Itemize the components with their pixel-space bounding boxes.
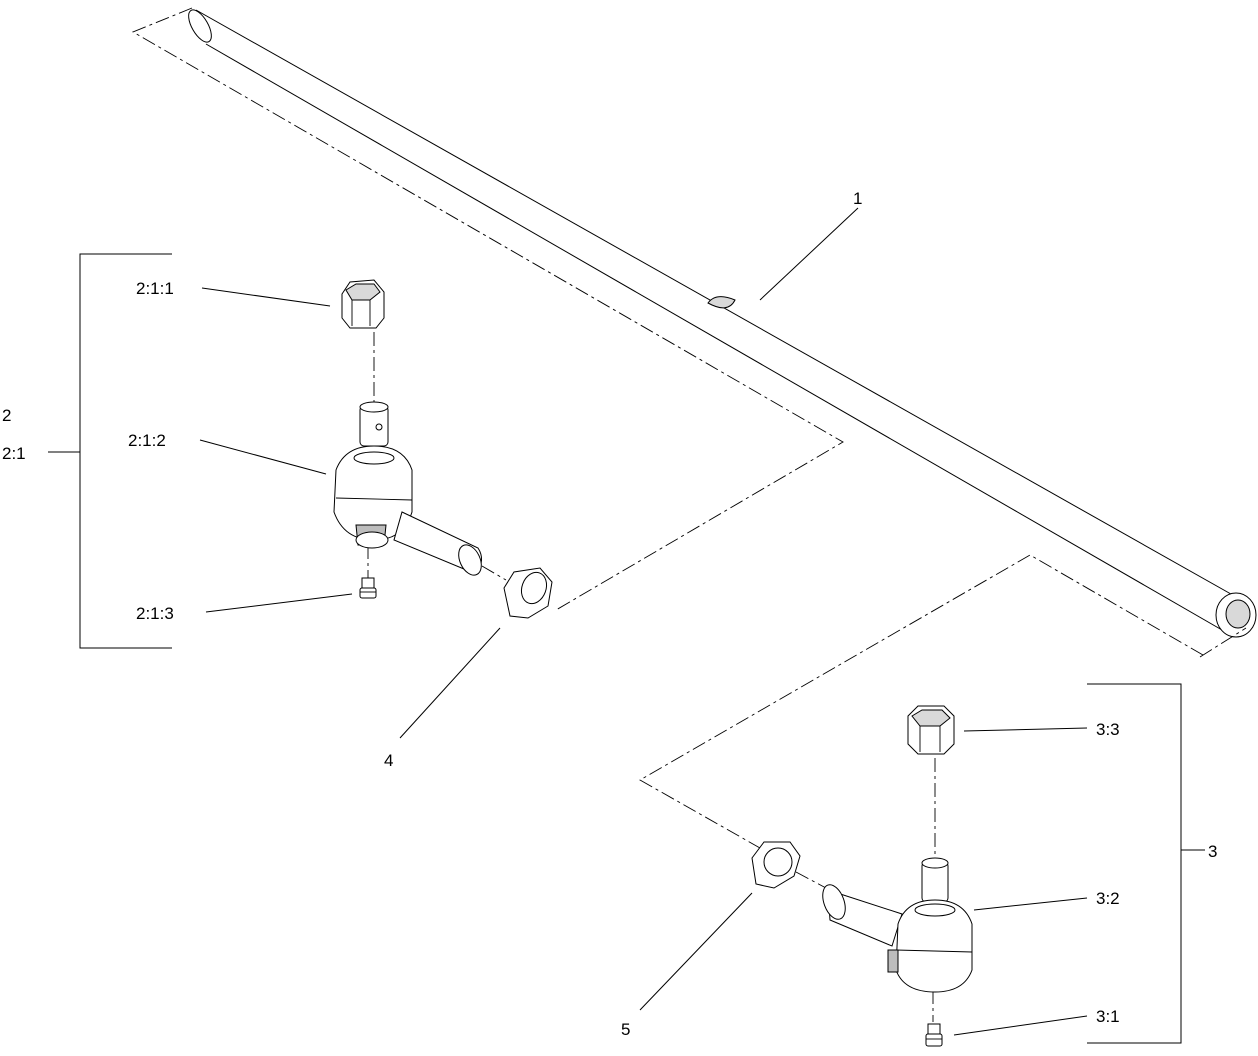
leader-line-2-1-1 [201, 287, 331, 307]
leader-line-2-1-2 [199, 439, 327, 475]
callout-2: 2 [2, 406, 11, 425]
leader-line-3-3 [963, 727, 1088, 732]
callout-3-3: 3:3 [1096, 720, 1120, 739]
leader-line-1 [759, 207, 859, 301]
leader-line-3-2 [973, 897, 1088, 911]
castle-nut-right [907, 705, 955, 755]
leader-line-4 [399, 627, 501, 739]
grease-fitting-right [925, 1023, 943, 1047]
callout-3-1: 3:1 [1096, 1007, 1120, 1026]
assembly-center-lines [131, 7, 1247, 1022]
callout-3: 3 [1208, 842, 1217, 861]
leader-line-3-1 [953, 1015, 1088, 1036]
callout-1: 1 [853, 189, 862, 208]
callout-2-1-2: 2:1:2 [128, 431, 166, 450]
castle-nut-left [341, 279, 385, 329]
tie-rod-tube [188, 9, 1257, 638]
callout-3-2: 3:2 [1096, 889, 1120, 908]
tie-rod-end-right [822, 857, 973, 993]
grease-fitting-left [359, 577, 377, 599]
callout-2-1-1: 2:1:1 [136, 279, 174, 298]
tie-rod-end-left [333, 401, 482, 576]
leader-line-5 [639, 892, 753, 1011]
callout-2-1-3: 2:1:3 [136, 604, 174, 623]
bracket-group-2 [79, 253, 172, 649]
bracket-group-3 [1087, 683, 1182, 1044]
callout-4: 4 [384, 751, 393, 770]
leader-line-2-1-3 [205, 593, 353, 613]
callout-2-1: 2:1 [2, 444, 26, 463]
jam-nut-left [503, 567, 553, 619]
jam-nut-right [751, 841, 801, 889]
callout-5: 5 [621, 1020, 630, 1039]
